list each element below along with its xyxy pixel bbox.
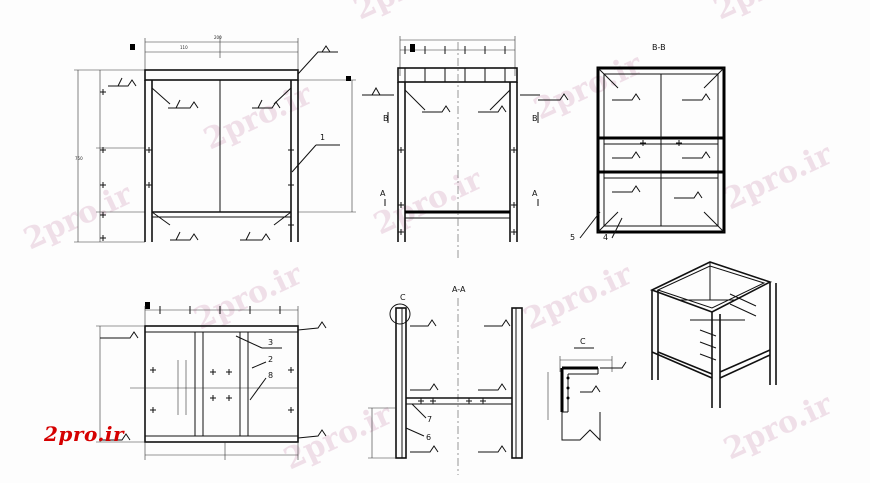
outer-frame (596, 66, 726, 234)
dimension-text: 110 (180, 45, 188, 50)
part-label: 1 (320, 133, 325, 142)
top-beam (144, 69, 299, 81)
part-label: 8 (268, 371, 273, 380)
part-label: 5 (570, 233, 575, 242)
watermark: 2pro.ir (519, 257, 639, 338)
watermark: 2pro.ir (199, 77, 319, 158)
watermark: 2pro.ir (279, 397, 399, 478)
watermark: 2pro.ir (369, 162, 489, 243)
dimension-mark (130, 44, 135, 50)
brand-logo: 2pro.ir (44, 422, 125, 446)
plan-view: 3 2 8 (96, 302, 327, 460)
section-aa-view: A-A C 7 6 (368, 285, 523, 475)
detail-title: C (580, 337, 586, 346)
part-label: 2 (268, 355, 273, 364)
watermark: 2pro.ir (349, 0, 469, 27)
watermark: 2pro.ir (719, 137, 839, 218)
section-title: B-B (652, 43, 666, 52)
part-label: 7 (427, 415, 432, 424)
detail-ref: C (400, 293, 406, 302)
watermark: 2pro.ir (719, 387, 839, 468)
plan-outline (144, 325, 299, 443)
section-mark: A (380, 189, 386, 198)
top-rail (397, 67, 518, 83)
isometric-view (649, 261, 777, 408)
watermark: 2pro.ir (709, 0, 829, 27)
part-label: 6 (426, 433, 431, 442)
section-title: A-A (452, 285, 466, 294)
side-elevation-view: B B A A (362, 36, 569, 258)
watermarks: 2pro.ir 2pro.ir 2pro.ir 2pro.ir 2pro.ir … (19, 0, 839, 477)
front-elevation-view: 1 110 200 750 (74, 35, 356, 243)
part-label: 4 (603, 233, 608, 242)
right-post (511, 307, 523, 459)
dimension-text: 750 (75, 156, 83, 161)
section-mark: B (383, 114, 389, 123)
watermark: 2pro.ir (529, 47, 649, 128)
detail-callout (389, 303, 411, 325)
section-mark: B (532, 114, 538, 123)
detail-c-view: C (547, 337, 627, 442)
watermark: 2pro.ir (189, 257, 309, 338)
section-mark: A (532, 189, 538, 198)
dimension-text: 200 (214, 35, 222, 40)
watermark: 2pro.ir (19, 177, 139, 258)
left-post (395, 307, 407, 459)
part-label: 3 (268, 338, 273, 347)
section-bb-view: B-B 5 4 (570, 43, 726, 242)
